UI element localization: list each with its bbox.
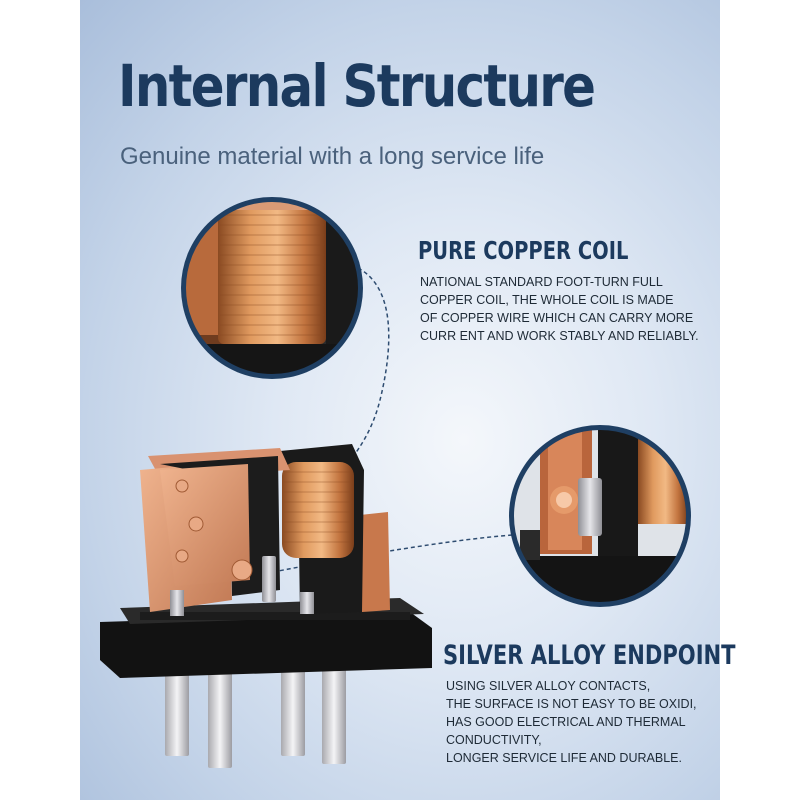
description-line: OF COPPER WIRE WHICH CAN CARRY MORE	[420, 311, 694, 325]
relay-pin	[281, 660, 305, 756]
page-subtitle: Genuine material with a long service lif…	[120, 143, 545, 170]
silver-contact	[262, 556, 276, 602]
copper-coil	[282, 462, 354, 558]
relay-base	[100, 612, 432, 678]
description-line: USING SILVER ALLOY CONTACTS,	[446, 679, 651, 693]
copper-coil-zoom-image	[181, 197, 363, 379]
relay-pin	[322, 660, 346, 764]
copper-coil-description: NATIONAL STANDARD FOOT-TURN FULL COPPER …	[420, 273, 699, 345]
description-line: COPPER COIL, THE WHOLE COIL IS MADE	[420, 293, 674, 307]
description-line: CURR ENT AND WORK STABLY AND RELIABLY.	[420, 329, 699, 343]
relay-pin	[208, 660, 232, 768]
silver-contact-zoom-image	[509, 425, 691, 607]
description-line: CONDUCTIVITY,	[446, 733, 542, 747]
description-line: THE SURFACE IS NOT EASY TO BE OXIDI,	[446, 697, 697, 711]
description-line: NATIONAL STANDARD FOOT-TURN FULL	[420, 275, 663, 289]
page-title: Internal Structure	[118, 52, 596, 120]
silver-endpoint-description: USING SILVER ALLOY CONTACTS, THE SURFACE…	[446, 677, 697, 767]
silver-endpoint-heading: SILVER ALLOY ENDPOINT	[443, 640, 736, 671]
copper-connector-line	[334, 267, 390, 481]
description-line: HAS GOOD ELECTRICAL AND THERMAL	[446, 715, 686, 729]
relay-pin	[165, 660, 189, 756]
description-line: LONGER SERVICE LIFE AND DURABLE.	[446, 751, 682, 765]
relay-product-image	[100, 444, 432, 768]
copper-coil-heading: PURE COPPER COIL	[418, 236, 629, 265]
